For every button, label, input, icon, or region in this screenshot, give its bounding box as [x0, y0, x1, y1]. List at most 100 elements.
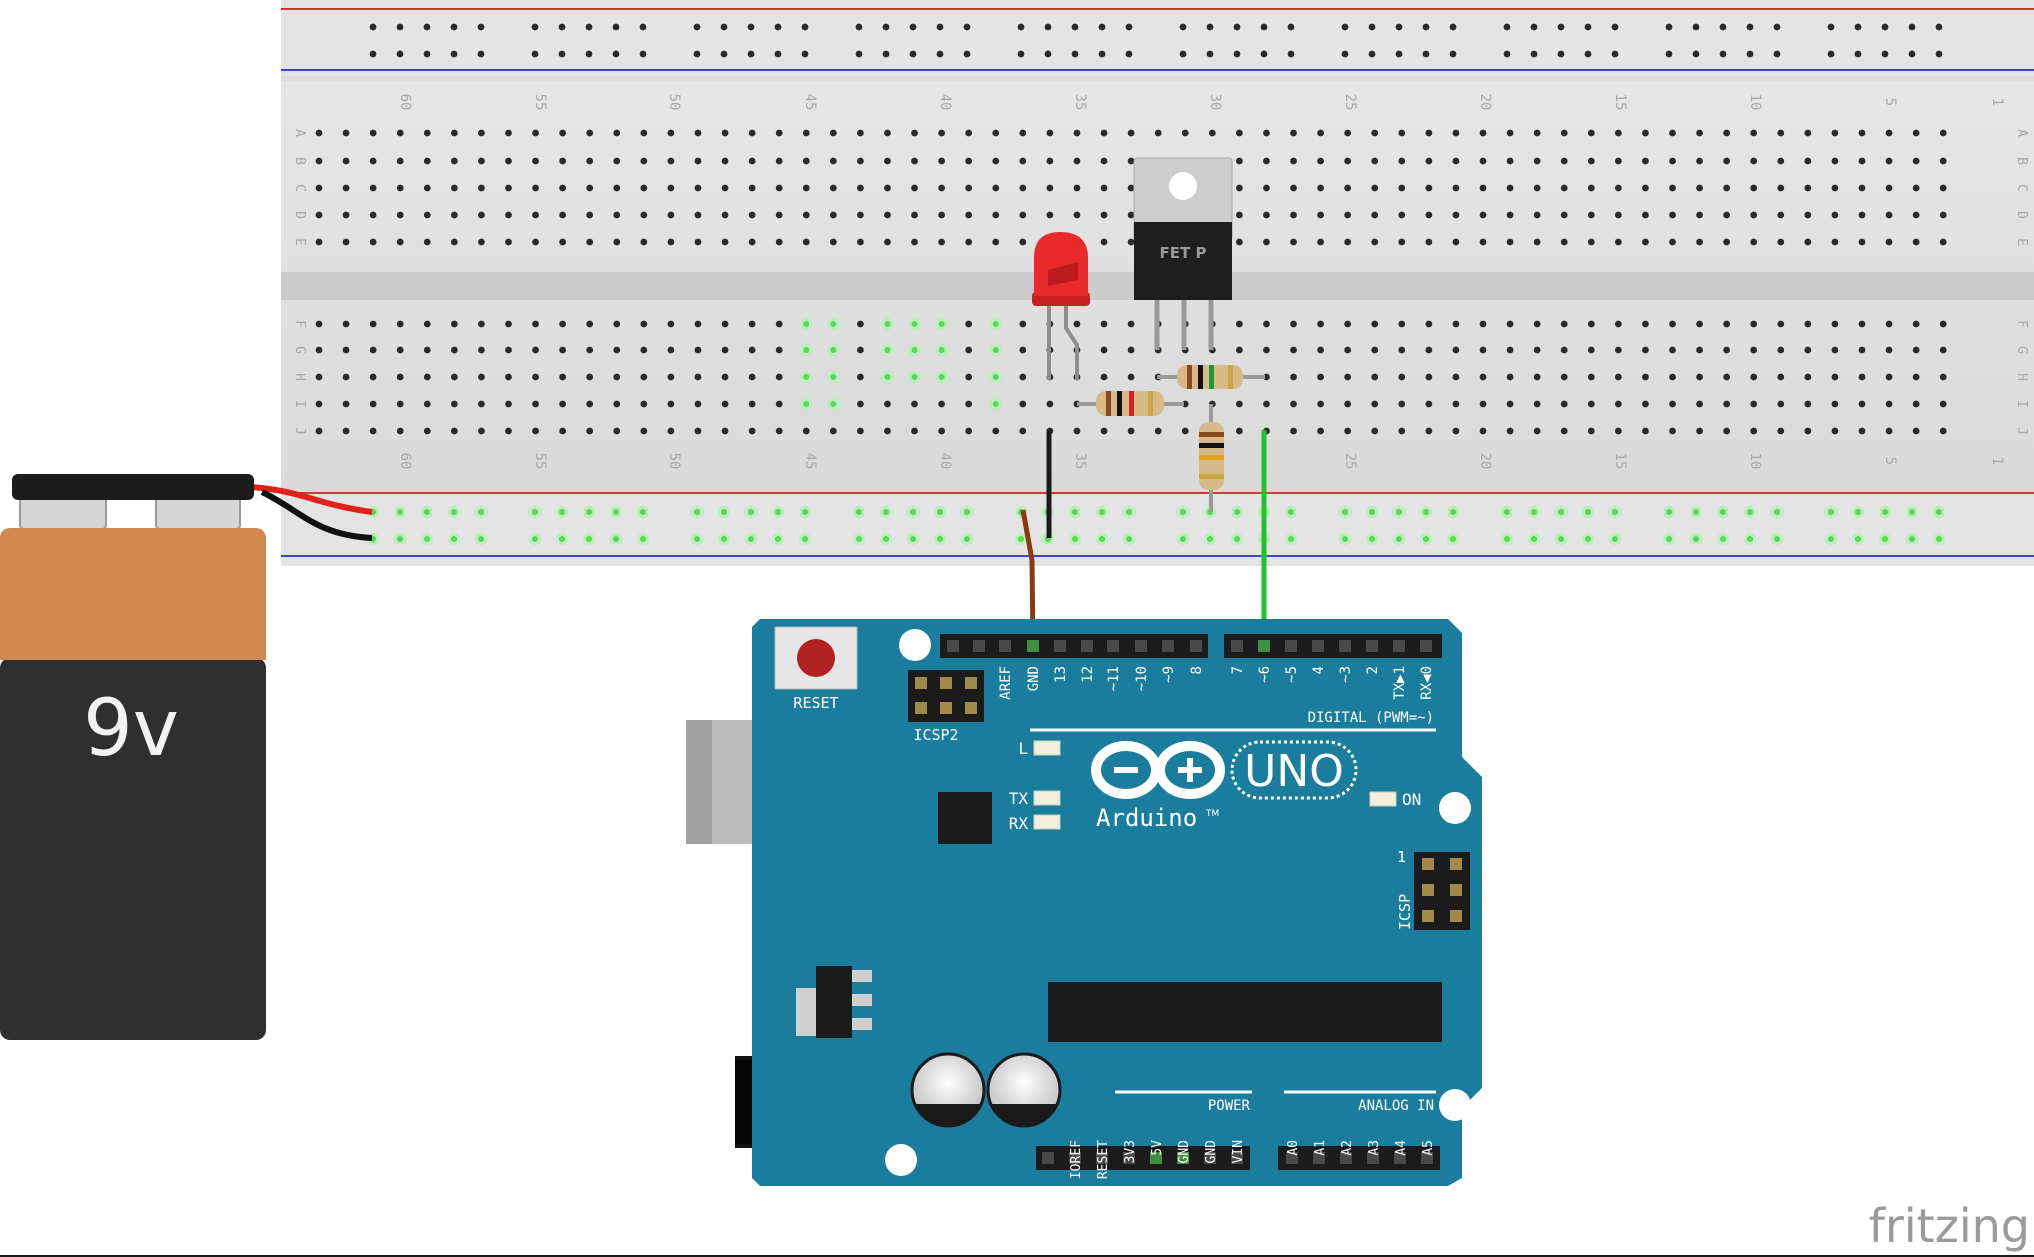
header-pin[interactable]	[1042, 1152, 1054, 1164]
icsp2-pin[interactable]	[965, 677, 977, 689]
breadboard-hole	[1100, 427, 1108, 435]
header-pin[interactable]	[1231, 640, 1243, 652]
rail-hole	[1179, 23, 1187, 31]
breadboard-hole	[989, 318, 1002, 330]
header-pin[interactable]	[1285, 640, 1297, 652]
header-pin[interactable]	[1313, 1152, 1325, 1164]
breadboard-hole	[827, 398, 840, 410]
header-pin[interactable]	[973, 640, 985, 652]
breadboard-hole	[1669, 346, 1676, 354]
header-pin[interactable]	[1420, 640, 1432, 652]
header-pin[interactable]	[1190, 640, 1202, 652]
header-pin[interactable]	[1340, 1152, 1352, 1164]
breadboard-hole	[1371, 157, 1379, 165]
icsp-pin[interactable]	[1422, 884, 1434, 896]
column-label: 35	[1072, 453, 1088, 470]
mounting-hole-3	[1439, 1089, 1471, 1121]
rail-hole	[774, 23, 782, 31]
breadboard-hole	[965, 238, 973, 246]
header-pin[interactable]	[1027, 640, 1039, 652]
breadboard-hole	[315, 320, 323, 328]
icsp-pin[interactable]	[1422, 910, 1434, 922]
breadboard-hole	[667, 238, 675, 246]
header-pin[interactable]	[1366, 640, 1378, 652]
breadboard-hole	[881, 318, 894, 330]
header-pin[interactable]	[1069, 1152, 1081, 1164]
breadboard-hole	[1506, 238, 1514, 246]
header-pin[interactable]	[1204, 1152, 1216, 1164]
rail-hole	[1933, 506, 1945, 518]
header-pin[interactable]	[1054, 640, 1066, 652]
rail-hole	[1017, 50, 1025, 58]
icsp2-pin[interactable]	[915, 702, 927, 714]
icsp-pin[interactable]	[1450, 884, 1462, 896]
breadboard-hole	[586, 211, 594, 219]
breadboard-hole	[1317, 211, 1324, 219]
header-pin[interactable]	[1135, 640, 1147, 652]
header-pin[interactable]	[1393, 640, 1405, 652]
rail-hole	[1177, 533, 1189, 545]
header-pin[interactable]	[1081, 640, 1093, 652]
led-red	[1032, 232, 1090, 380]
rail-hole	[855, 23, 863, 31]
header-pin[interactable]	[1177, 1152, 1189, 1164]
header-pin[interactable]	[1107, 640, 1119, 652]
icsp-pin[interactable]	[1450, 858, 1462, 870]
breadboard-hole	[667, 129, 675, 137]
column-label: 15	[1612, 453, 1628, 470]
header-pin[interactable]	[1258, 640, 1270, 652]
header-pin[interactable]	[1367, 1152, 1379, 1164]
breadboard-hole	[857, 373, 864, 381]
icsp-pin[interactable]	[1450, 910, 1462, 922]
column-label: 5	[1882, 98, 1898, 106]
icsp2-pin[interactable]	[915, 677, 927, 689]
breadboard-hole	[505, 346, 512, 354]
reset-button-cap[interactable]	[797, 639, 835, 677]
rail-hole	[1420, 506, 1432, 518]
pin-label: RX◀0	[1419, 666, 1435, 700]
breadboard-hole	[1885, 320, 1893, 328]
breadboard-hole	[369, 211, 377, 219]
rail-hole	[1692, 50, 1700, 58]
breadboard-hole	[450, 238, 458, 246]
icsp-pin[interactable]	[1422, 858, 1434, 870]
icsp2-pin[interactable]	[940, 702, 952, 714]
breadboard-hole	[478, 400, 485, 408]
breadboard-hole	[1912, 373, 1920, 381]
breadboard-hole	[1425, 400, 1433, 408]
header-pin[interactable]	[1162, 640, 1174, 652]
breadboard-hole	[532, 129, 539, 137]
breadboard-hole	[396, 373, 404, 381]
rail-hole	[556, 506, 568, 518]
icsp2-pin[interactable]	[940, 677, 952, 689]
breadboard-hole	[1614, 373, 1622, 381]
breadboard-hole	[559, 157, 567, 165]
header-pin[interactable]	[1394, 1152, 1406, 1164]
icsp-pin1-label: 1	[1397, 848, 1406, 866]
header-pin[interactable]	[999, 640, 1011, 652]
breadboard-hole	[1804, 346, 1812, 354]
breadboard-hole	[827, 318, 840, 330]
breadboard-hole	[667, 211, 675, 219]
rail-hole	[1260, 50, 1268, 58]
header-pin[interactable]	[1312, 640, 1324, 652]
header-pin[interactable]	[1339, 640, 1351, 652]
header-pin[interactable]	[947, 640, 959, 652]
breadboard-hole	[800, 318, 813, 330]
breadboard-hole	[478, 346, 485, 354]
header-pin[interactable]	[1123, 1152, 1135, 1164]
icsp2-pin[interactable]	[965, 702, 977, 714]
header-pin[interactable]	[1231, 1152, 1243, 1164]
breadboard-hole	[1723, 427, 1731, 435]
row-label: F	[292, 320, 307, 328]
rail-hole	[772, 506, 784, 518]
pin-label: A1	[1313, 1140, 1328, 1156]
header-pin[interactable]	[1150, 1152, 1162, 1164]
header-pin[interactable]	[1096, 1152, 1108, 1164]
rail-hole	[909, 50, 917, 58]
header-pin[interactable]	[1286, 1152, 1298, 1164]
header-pin[interactable]	[1421, 1152, 1433, 1164]
breadboard-hole	[640, 238, 648, 246]
breadboard-hole	[1858, 211, 1866, 219]
